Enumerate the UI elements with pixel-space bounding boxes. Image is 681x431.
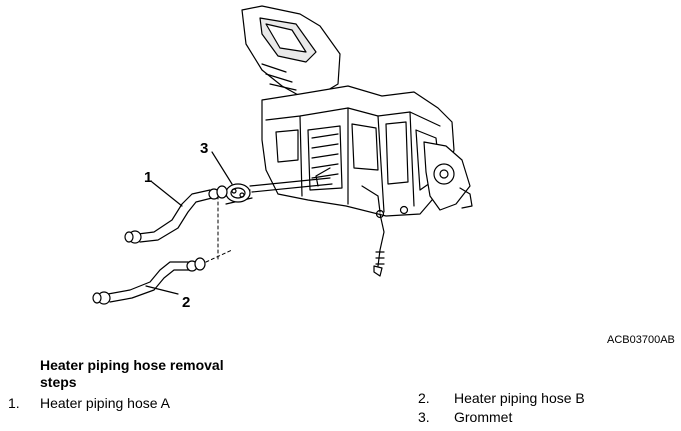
steps-title: Heater piping hose removal steps [40, 357, 224, 390]
figure-code: ACB03700AB [607, 334, 675, 346]
grommet-part [225, 183, 251, 203]
step-number: 1. [8, 395, 20, 411]
step-label: Heater piping hose A [40, 395, 170, 411]
exploded-view-diagram: 1 2 3 [92, 5, 473, 311]
heater-unit-illustration [92, 5, 473, 305]
callout-3-leader [211, 151, 233, 185]
callout-3: 3 [200, 140, 209, 157]
step-number: 3. [418, 409, 430, 425]
step-label: Grommet [454, 409, 513, 425]
heater-unit-assembly [241, 5, 473, 277]
step-label: Heater piping hose B [454, 390, 585, 406]
heater-piping-hose-b-part [92, 257, 206, 305]
callout-1-leader [151, 181, 183, 207]
callout-2-leader [145, 285, 179, 295]
callout-2: 2 [182, 294, 191, 311]
heater-piping-hose-a-part [124, 185, 228, 244]
callout-1: 1 [144, 169, 153, 186]
step-number: 2. [418, 390, 430, 406]
